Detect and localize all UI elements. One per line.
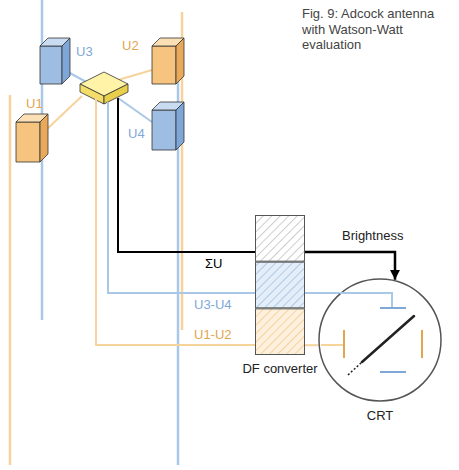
deflection-wire <box>305 344 318 346</box>
converter-section <box>256 262 305 308</box>
crt-screen: CRT <box>318 278 442 402</box>
signal-name: U2 <box>122 38 139 54</box>
df-converter: DF converter <box>255 215 305 355</box>
signal-name: U3-U4 <box>194 297 232 313</box>
converter-label: DF converter <box>242 361 317 376</box>
sum-wire <box>118 98 255 252</box>
signal-name: Brightness <box>342 228 403 244</box>
signal-name: U4 <box>128 126 145 142</box>
feed-line <box>118 98 152 122</box>
feed-line <box>46 96 82 130</box>
deflection-plates <box>321 293 422 375</box>
antenna-rod <box>9 95 12 465</box>
signal-name: ΣU <box>205 256 222 272</box>
crt-circle <box>319 279 441 401</box>
figure-caption: Fig. 9: Adcock antenna with Watson-Watt … <box>302 6 452 53</box>
brightness-arrow <box>305 252 395 280</box>
converter-section <box>256 216 305 262</box>
feed-line <box>118 70 152 80</box>
deflection-wire <box>305 292 340 294</box>
antenna-box <box>16 114 48 162</box>
antenna-box <box>152 102 184 150</box>
signal-name: U1 <box>26 96 43 112</box>
converter-section <box>256 309 305 355</box>
combiner-box <box>80 72 128 104</box>
difference-wire <box>96 98 255 345</box>
crt-outline <box>318 278 442 402</box>
antenna-box <box>40 38 70 84</box>
difference-wire <box>108 102 255 293</box>
antenna-box <box>152 38 184 84</box>
crt-label: CRT <box>367 408 393 423</box>
signal-name: U3 <box>76 44 93 60</box>
signal-name: U1-U2 <box>194 327 232 343</box>
converter-outline <box>255 215 305 355</box>
